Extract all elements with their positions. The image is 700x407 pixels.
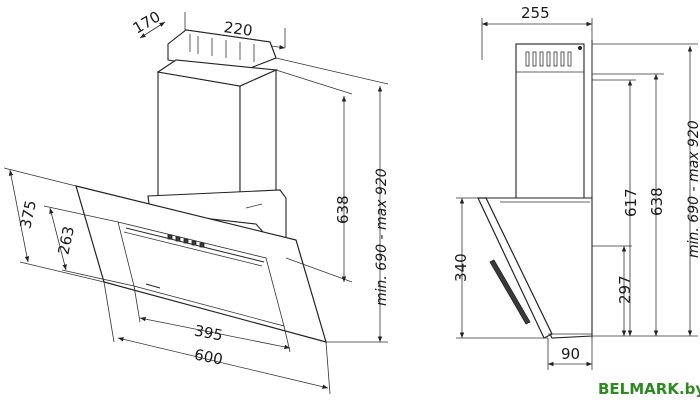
- dim-label-255: 255: [521, 4, 550, 22]
- vent-slot: [546, 51, 551, 67]
- control-button: [175, 236, 181, 242]
- ext-line-263-bottom: [61, 269, 135, 287]
- ext-line-600-right: [325, 341, 331, 395]
- dim-label-395: 395: [193, 322, 225, 345]
- dim-label-total: min. 690 - max 920: [374, 168, 390, 306]
- control-buttons: [167, 234, 205, 248]
- isometric-view: 220 170: [3, 8, 390, 395]
- dim-label-170: 170: [130, 8, 164, 38]
- dim-label-600: 600: [193, 346, 225, 369]
- dim-label-side-total: min. 690 - max 920: [686, 120, 700, 258]
- side-view: 255 340 297: [452, 4, 700, 370]
- control-button: [183, 238, 189, 244]
- vent-slots: [525, 51, 572, 67]
- ext-line-638-top: [275, 69, 353, 95]
- glass-edge-mark: [145, 283, 161, 289]
- ext-line-600-left: [103, 281, 115, 343]
- ext-line-638-bottom: [285, 257, 353, 283]
- side-chimney: [515, 43, 585, 205]
- dim-label-638s: 638: [648, 187, 666, 216]
- ext-line-395-left: [133, 285, 141, 323]
- control-strip-lower: [123, 231, 263, 267]
- dim-label-263: 263: [54, 225, 78, 257]
- dim-label-340: 340: [452, 253, 470, 282]
- control-button: [191, 240, 197, 246]
- dim-line-375: [8, 169, 30, 263]
- dim-label-638: 638: [334, 195, 352, 224]
- watermark-logo: BELMARK.by: [598, 380, 700, 398]
- vent-slot: [560, 51, 565, 67]
- vent-slot: [532, 51, 537, 67]
- ext-line-375-top: [3, 167, 77, 187]
- dim-line-600: [117, 337, 329, 389]
- vent-slot: [567, 51, 572, 67]
- vent-slot: [525, 51, 530, 67]
- dim-label-90: 90: [561, 345, 580, 363]
- ext-line-375-bottom: [19, 261, 105, 283]
- side-control-strip: [489, 259, 531, 325]
- vent-slot: [553, 51, 558, 67]
- dim-line-170: [139, 21, 166, 39]
- dim-label-375: 375: [16, 199, 40, 231]
- dim-line-263: [49, 207, 67, 271]
- dim-label-220: 220: [223, 18, 254, 40]
- screw-icon: [578, 46, 582, 50]
- dim-label-617: 617: [622, 188, 640, 217]
- vent-slot: [539, 51, 544, 67]
- body-detail: [245, 203, 263, 209]
- control-button: [199, 242, 205, 248]
- control-button: [167, 234, 173, 240]
- dim-label-297: 297: [616, 275, 634, 304]
- ext-line-total-top: [275, 57, 389, 85]
